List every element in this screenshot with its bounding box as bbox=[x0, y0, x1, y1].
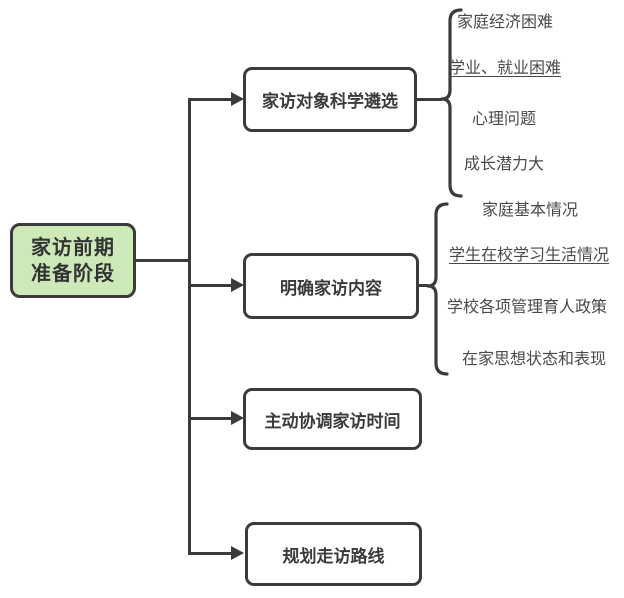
connector-branch-2 bbox=[188, 284, 234, 287]
process-box-label: 明确家访内容 bbox=[280, 278, 382, 298]
leaf-item: 学校各项管理育人政策 bbox=[447, 299, 608, 316]
process-box-label: 规划走访路线 bbox=[282, 546, 385, 566]
arrowhead-right-icon bbox=[231, 546, 244, 560]
leaf-item: 在家思想状态和表现 bbox=[462, 351, 607, 368]
connector-box1-to-brace bbox=[417, 98, 442, 101]
leaf-item: 心理问题 bbox=[472, 111, 537, 128]
arrowhead-right-icon bbox=[231, 92, 244, 106]
leaf-item-underlined: 学业、就业困难 bbox=[449, 60, 562, 77]
process-box-label: 主动协调家访时间 bbox=[264, 411, 401, 431]
connector-branch-1 bbox=[188, 98, 234, 101]
connector-branch-3 bbox=[188, 417, 234, 420]
left-curly-brace-icon bbox=[440, 8, 463, 198]
leaf-item: 家庭基本情况 bbox=[482, 202, 579, 219]
leaf-item: 家庭经济困难 bbox=[457, 14, 554, 31]
process-box-selection: 家访对象科学遴选 bbox=[243, 67, 417, 132]
stage-label-line1: 家访前期 bbox=[31, 236, 115, 259]
process-box-route: 规划走访路线 bbox=[245, 522, 422, 586]
left-curly-brace-icon bbox=[426, 202, 449, 376]
leaf-item: 成长潜力大 bbox=[464, 156, 545, 173]
connector-stage-to-trunk bbox=[136, 259, 190, 262]
connector-trunk bbox=[188, 98, 191, 555]
leaf-item-underlined: 学生在校学习生活情况 bbox=[449, 247, 610, 264]
process-box-content: 明确家访内容 bbox=[243, 253, 419, 319]
stage-label-line2: 准备阶段 bbox=[31, 262, 115, 285]
connector-branch-4 bbox=[188, 552, 234, 555]
process-box-schedule: 主动协调家访时间 bbox=[243, 388, 422, 450]
process-box-label: 家访对象科学遴选 bbox=[262, 92, 398, 111]
arrowhead-right-icon bbox=[231, 411, 244, 425]
connector-box2-to-brace bbox=[419, 284, 428, 287]
stage-box: 家访前期 准备阶段 bbox=[10, 223, 136, 298]
arrowhead-right-icon bbox=[231, 278, 244, 292]
